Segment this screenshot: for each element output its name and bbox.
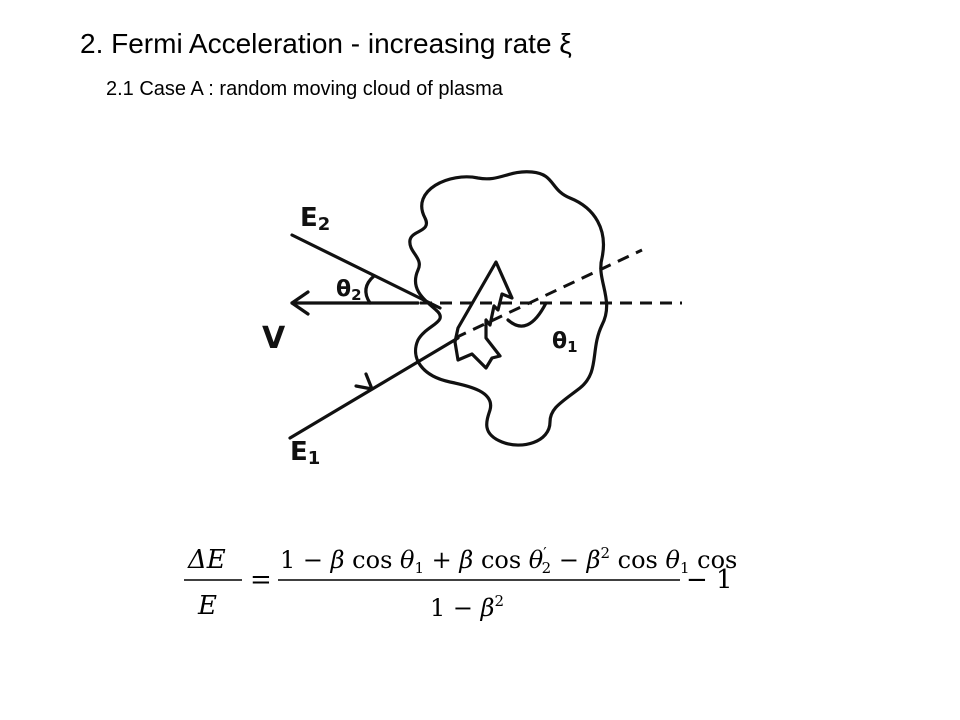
theta2-label: θ2	[336, 277, 362, 304]
equation-tail: − 1	[686, 565, 733, 595]
e1-arrowhead	[354, 372, 374, 391]
slide-title: 2. Fermi Acceleration - increasing rate …	[80, 28, 572, 59]
velocity-label: V	[262, 321, 286, 356]
fermi-diagram: E2 E1 θ2 θ1 V	[262, 170, 682, 469]
e1-ray	[288, 336, 460, 440]
slide-subtitle: 2.1 Case A : random moving cloud of plas…	[106, 78, 503, 100]
e1-label: E1	[290, 437, 320, 469]
energy-gain-equation: ΔE E = 1 − β cos θ1 + β cos θ′2 − β2 cos…	[184, 536, 740, 622]
theta1-arc	[506, 301, 548, 328]
e2-label: E2	[300, 203, 330, 235]
lhs-numerator: ΔE	[187, 545, 226, 575]
theta2-arc	[364, 274, 376, 305]
rhs-numerator: 1 − β cos θ1 + β cos θ′2 − β2 cos θ1 cos…	[280, 536, 740, 579]
lhs-denominator: E	[197, 591, 217, 621]
dashed-diagonal-line	[454, 248, 643, 340]
rhs-denominator: 1 − β2	[430, 592, 504, 622]
zigzag-field-line	[453, 260, 514, 370]
velocity-arrowhead	[290, 290, 310, 316]
equals-sign: =	[250, 565, 272, 595]
e2-ray	[290, 233, 442, 310]
theta1-label: θ1	[552, 329, 578, 356]
